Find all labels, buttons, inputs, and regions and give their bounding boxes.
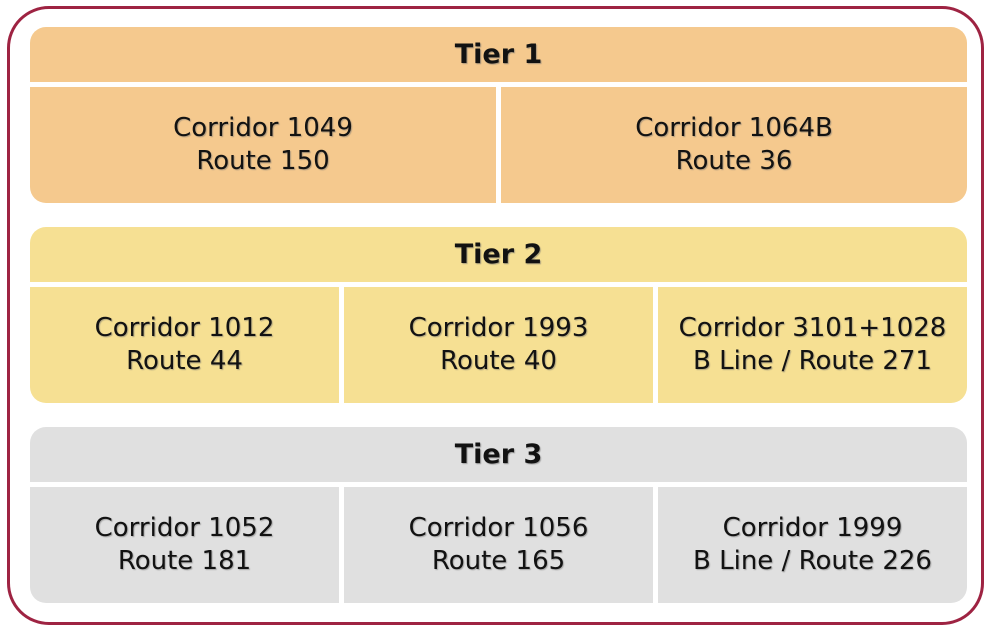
tier-2-cell-3: Corridor 3101+1028 B Line / Route 271 xyxy=(658,287,967,403)
route-label: B Line / Route 271 xyxy=(693,346,932,376)
tier-1-cells-row: Corridor 1049 Route 150 Corridor 1064B R… xyxy=(30,87,967,203)
corridor-label: Corridor 1049 xyxy=(173,113,353,143)
tier-1-group: Tier 1 Corridor 1049 Route 150 Corridor … xyxy=(30,27,967,203)
tier-3-header: Tier 3 xyxy=(30,427,967,482)
route-label: Route 44 xyxy=(126,346,243,376)
corridor-label: Corridor 1052 xyxy=(94,513,275,543)
route-label: Route 36 xyxy=(675,146,793,176)
corridor-label: Corridor 1012 xyxy=(94,313,275,343)
tier-3-cells-row: Corridor 1052 Route 181 Corridor 1056 Ro… xyxy=(30,487,967,603)
route-label: B Line / Route 226 xyxy=(693,546,932,576)
corridor-label: Corridor 1064B xyxy=(635,113,833,143)
corridor-label: Corridor 3101+1028 xyxy=(678,313,947,343)
diagram-frame: Tier 1 Corridor 1049 Route 150 Corridor … xyxy=(7,6,984,625)
tier-2-cell-2: Corridor 1993 Route 40 xyxy=(344,287,653,403)
tier-1-cell-2: Corridor 1064B Route 36 xyxy=(501,87,967,203)
route-label: Route 165 xyxy=(431,546,566,576)
tier-1-header: Tier 1 xyxy=(30,27,967,82)
tier-2-cells-row: Corridor 1012 Route 44 Corridor 1993 Rou… xyxy=(30,287,967,403)
tier-2-cell-1: Corridor 1012 Route 44 xyxy=(30,287,339,403)
corridor-label: Corridor 1993 xyxy=(408,313,589,343)
tier-3-group: Tier 3 Corridor 1052 Route 181 Corridor … xyxy=(30,427,967,603)
tier-3-cell-3: Corridor 1999 B Line / Route 226 xyxy=(658,487,967,603)
tier-2-header: Tier 2 xyxy=(30,227,967,282)
tier-2-group: Tier 2 Corridor 1012 Route 44 Corridor 1… xyxy=(30,227,967,403)
corridor-label: Corridor 1056 xyxy=(408,513,589,543)
tier-1-cell-1: Corridor 1049 Route 150 xyxy=(30,87,496,203)
route-label: Route 150 xyxy=(196,146,330,176)
corridor-label: Corridor 1999 xyxy=(722,513,903,543)
route-label: Route 40 xyxy=(440,346,557,376)
route-label: Route 181 xyxy=(117,546,252,576)
tier-3-cell-2: Corridor 1056 Route 165 xyxy=(344,487,653,603)
tier-3-cell-1: Corridor 1052 Route 181 xyxy=(30,487,339,603)
